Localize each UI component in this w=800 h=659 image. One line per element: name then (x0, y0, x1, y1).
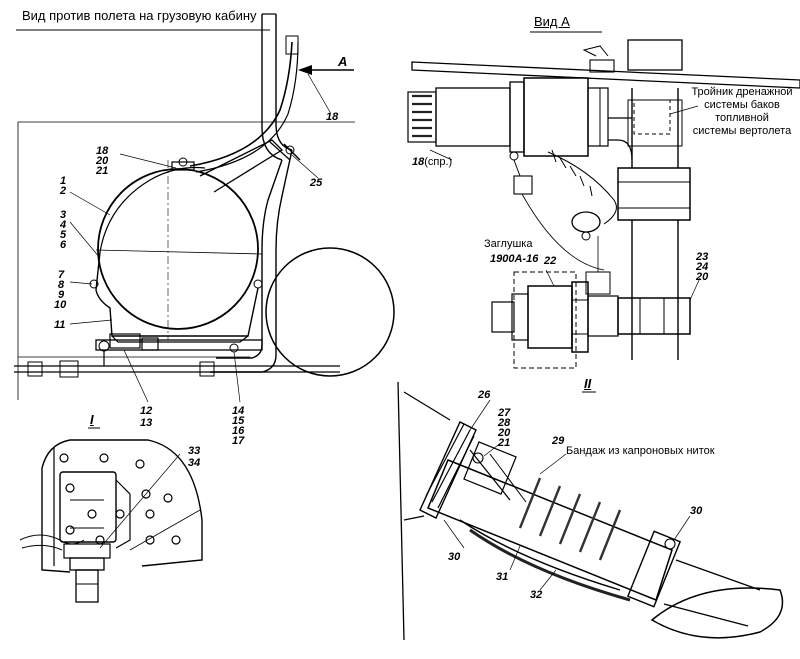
callout-7: 7 (58, 269, 65, 281)
main-view (14, 13, 395, 403)
callout-21: 21 (96, 165, 109, 177)
tee-note-line2: системы баков (704, 99, 780, 111)
callout-11: 11 (54, 319, 66, 331)
callout-8: 8 (58, 279, 65, 291)
detail-1-title: I (90, 412, 94, 427)
main-view-title: Вид против полета на грузовую кабину (22, 8, 257, 23)
callout-28: 28 (498, 417, 511, 429)
callout-29: 29 (552, 435, 565, 447)
callout-21-detail-2: 21 (498, 437, 511, 449)
callout-4: 4 (60, 219, 67, 231)
callout-24: 24 (696, 261, 709, 273)
callout-17: 17 (232, 435, 245, 447)
view-a (407, 31, 800, 369)
outlet-disc (650, 587, 784, 639)
callout-20: 20 (96, 155, 109, 167)
view-a-title: Вид А (534, 14, 570, 29)
callout-6: 6 (60, 239, 67, 251)
callout-18-top: 18 (326, 111, 339, 123)
detail-2 (397, 381, 784, 641)
callout-32: 32 (530, 589, 543, 601)
bandage-note: Бандаж из капроновых ниток (566, 445, 715, 457)
callout-10: 10 (54, 299, 67, 311)
detail-1 (19, 427, 203, 603)
callout-15: 15 (232, 415, 245, 427)
callout-25: 25 (310, 177, 323, 189)
callout-26: 26 (478, 389, 491, 401)
callout-22: 22 (544, 255, 557, 267)
callout-31: 31 (496, 571, 509, 583)
tee-note-line3: топливной (715, 112, 769, 124)
fuel-tank (97, 168, 259, 330)
callout-18: 18 (96, 145, 109, 157)
detail-2-title: II (584, 376, 592, 391)
tee-note: Тройник дренажной системы баков топливно… (690, 86, 794, 138)
callout-5: 5 (60, 229, 67, 241)
callout-1: 1 (60, 175, 67, 187)
callout-16: 16 (232, 425, 245, 437)
external-tank (265, 247, 395, 377)
callout-9: 9 (58, 289, 65, 301)
tee-note-line1: Тройник дренажной (691, 86, 793, 98)
tee-note-line4: системы вертолета (692, 125, 792, 137)
plug-note-title: Заглушка (484, 238, 533, 250)
callout-12: 12 (140, 405, 153, 417)
callout-27: 27 (498, 407, 511, 419)
ref-18-spr-suffix: (спр.) (424, 156, 453, 168)
callout-14: 14 (232, 405, 245, 417)
callout-3: 3 (60, 209, 67, 221)
ref-18-spr-number: 18 (412, 156, 425, 168)
callout-20-view-a: 20 (696, 271, 709, 283)
callout-30-right: 30 (690, 505, 703, 517)
plug-note-code: 1900А-16 (490, 253, 539, 265)
callout-23: 23 (696, 251, 709, 263)
view-arrow-label: А (338, 54, 348, 69)
callout-20-detail-2: 20 (498, 427, 511, 439)
ref-18-spr: 18(спр.) (412, 156, 452, 169)
callout-13: 13 (140, 417, 153, 429)
callout-33: 33 (188, 445, 201, 457)
callout-30-left: 30 (448, 551, 461, 563)
callout-34: 34 (188, 457, 201, 469)
callout-2: 2 (60, 185, 67, 197)
